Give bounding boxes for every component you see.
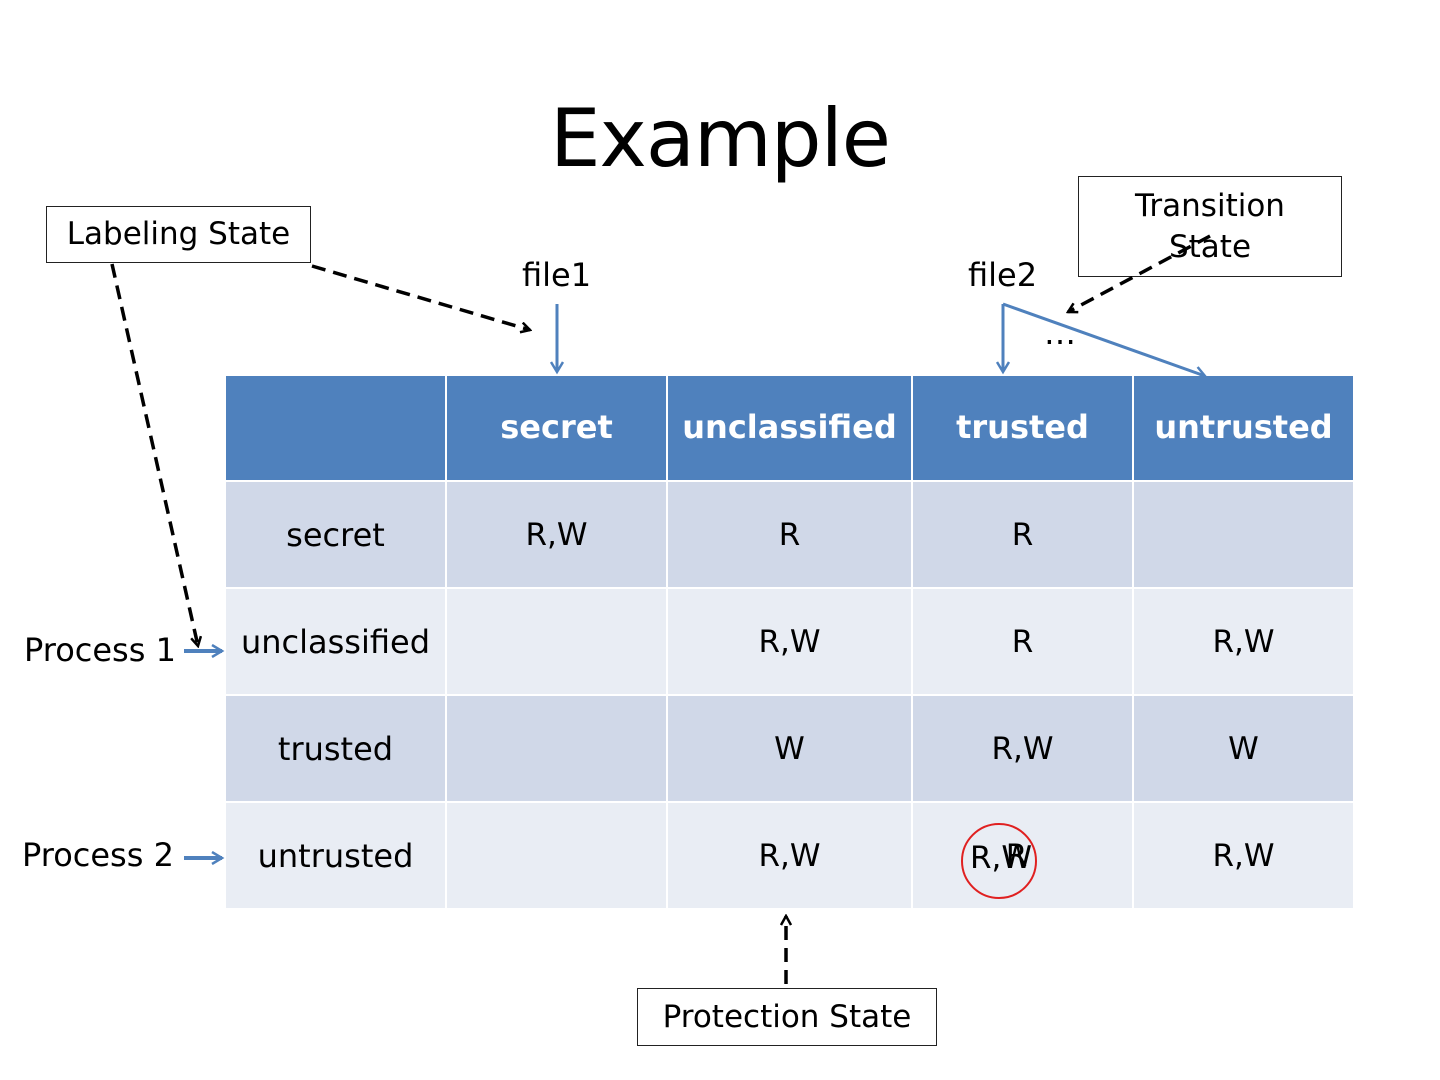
matrix-cell: R,W [1132, 587, 1355, 696]
slide-title: Example [549, 92, 891, 185]
column-header-untrusted: untrusted [1132, 374, 1355, 482]
matrix-cell: R [911, 587, 1134, 696]
matrix-cell: R,W [911, 694, 1134, 803]
matrix-cell: W [1132, 694, 1355, 803]
transition-state-box: Transition State [1078, 176, 1342, 277]
row-header-trusted: trusted [224, 694, 447, 803]
matrix-cell: W [666, 694, 913, 803]
column-header-secret: secret [445, 374, 668, 482]
column-header-unclassified: unclassified [666, 374, 913, 482]
matrix-cell: R [911, 801, 1134, 910]
column-header-trusted: trusted [911, 374, 1134, 482]
matrix-cell: R,W [1132, 801, 1355, 910]
labeling-to-process1-arrow [110, 263, 198, 646]
matrix-row-secret: secret R,W R R [224, 480, 1355, 589]
access-matrix: secret unclassified trusted untrusted se… [224, 374, 1355, 910]
row-header-secret: secret [224, 480, 447, 589]
matrix-corner [224, 374, 447, 482]
file1-label: file1 [522, 256, 592, 294]
file2-to-untrusted-arrow [1002, 302, 1205, 376]
matrix-cell: R [911, 480, 1134, 589]
ellipsis-label: … [1044, 314, 1076, 352]
process2-label: Process 2 [22, 836, 174, 874]
labeling-state-box: Labeling State [46, 206, 311, 263]
matrix-cell [1132, 480, 1355, 589]
matrix-cell: R,W [666, 801, 913, 910]
matrix-cell: R,W [445, 480, 668, 589]
file2-label: file2 [968, 256, 1038, 294]
matrix-cell: R,W [666, 587, 913, 696]
matrix-cell: R [666, 480, 913, 589]
matrix-cell [445, 801, 668, 910]
matrix-row-untrusted: untrusted R,W R R,W [224, 801, 1355, 910]
matrix-header-row: secret unclassified trusted untrusted [224, 374, 1355, 482]
labeling-to-file1-arrow [311, 264, 530, 330]
row-header-untrusted: untrusted [224, 801, 447, 910]
process1-label: Process 1 [24, 631, 176, 669]
matrix-cell [445, 587, 668, 696]
row-header-unclassified: unclassified [224, 587, 447, 696]
matrix-row-trusted: trusted W R,W W [224, 694, 1355, 803]
protection-state-box: Protection State [637, 988, 937, 1046]
matrix-row-unclassified: unclassified R,W R R,W [224, 587, 1355, 696]
matrix-cell [445, 694, 668, 803]
